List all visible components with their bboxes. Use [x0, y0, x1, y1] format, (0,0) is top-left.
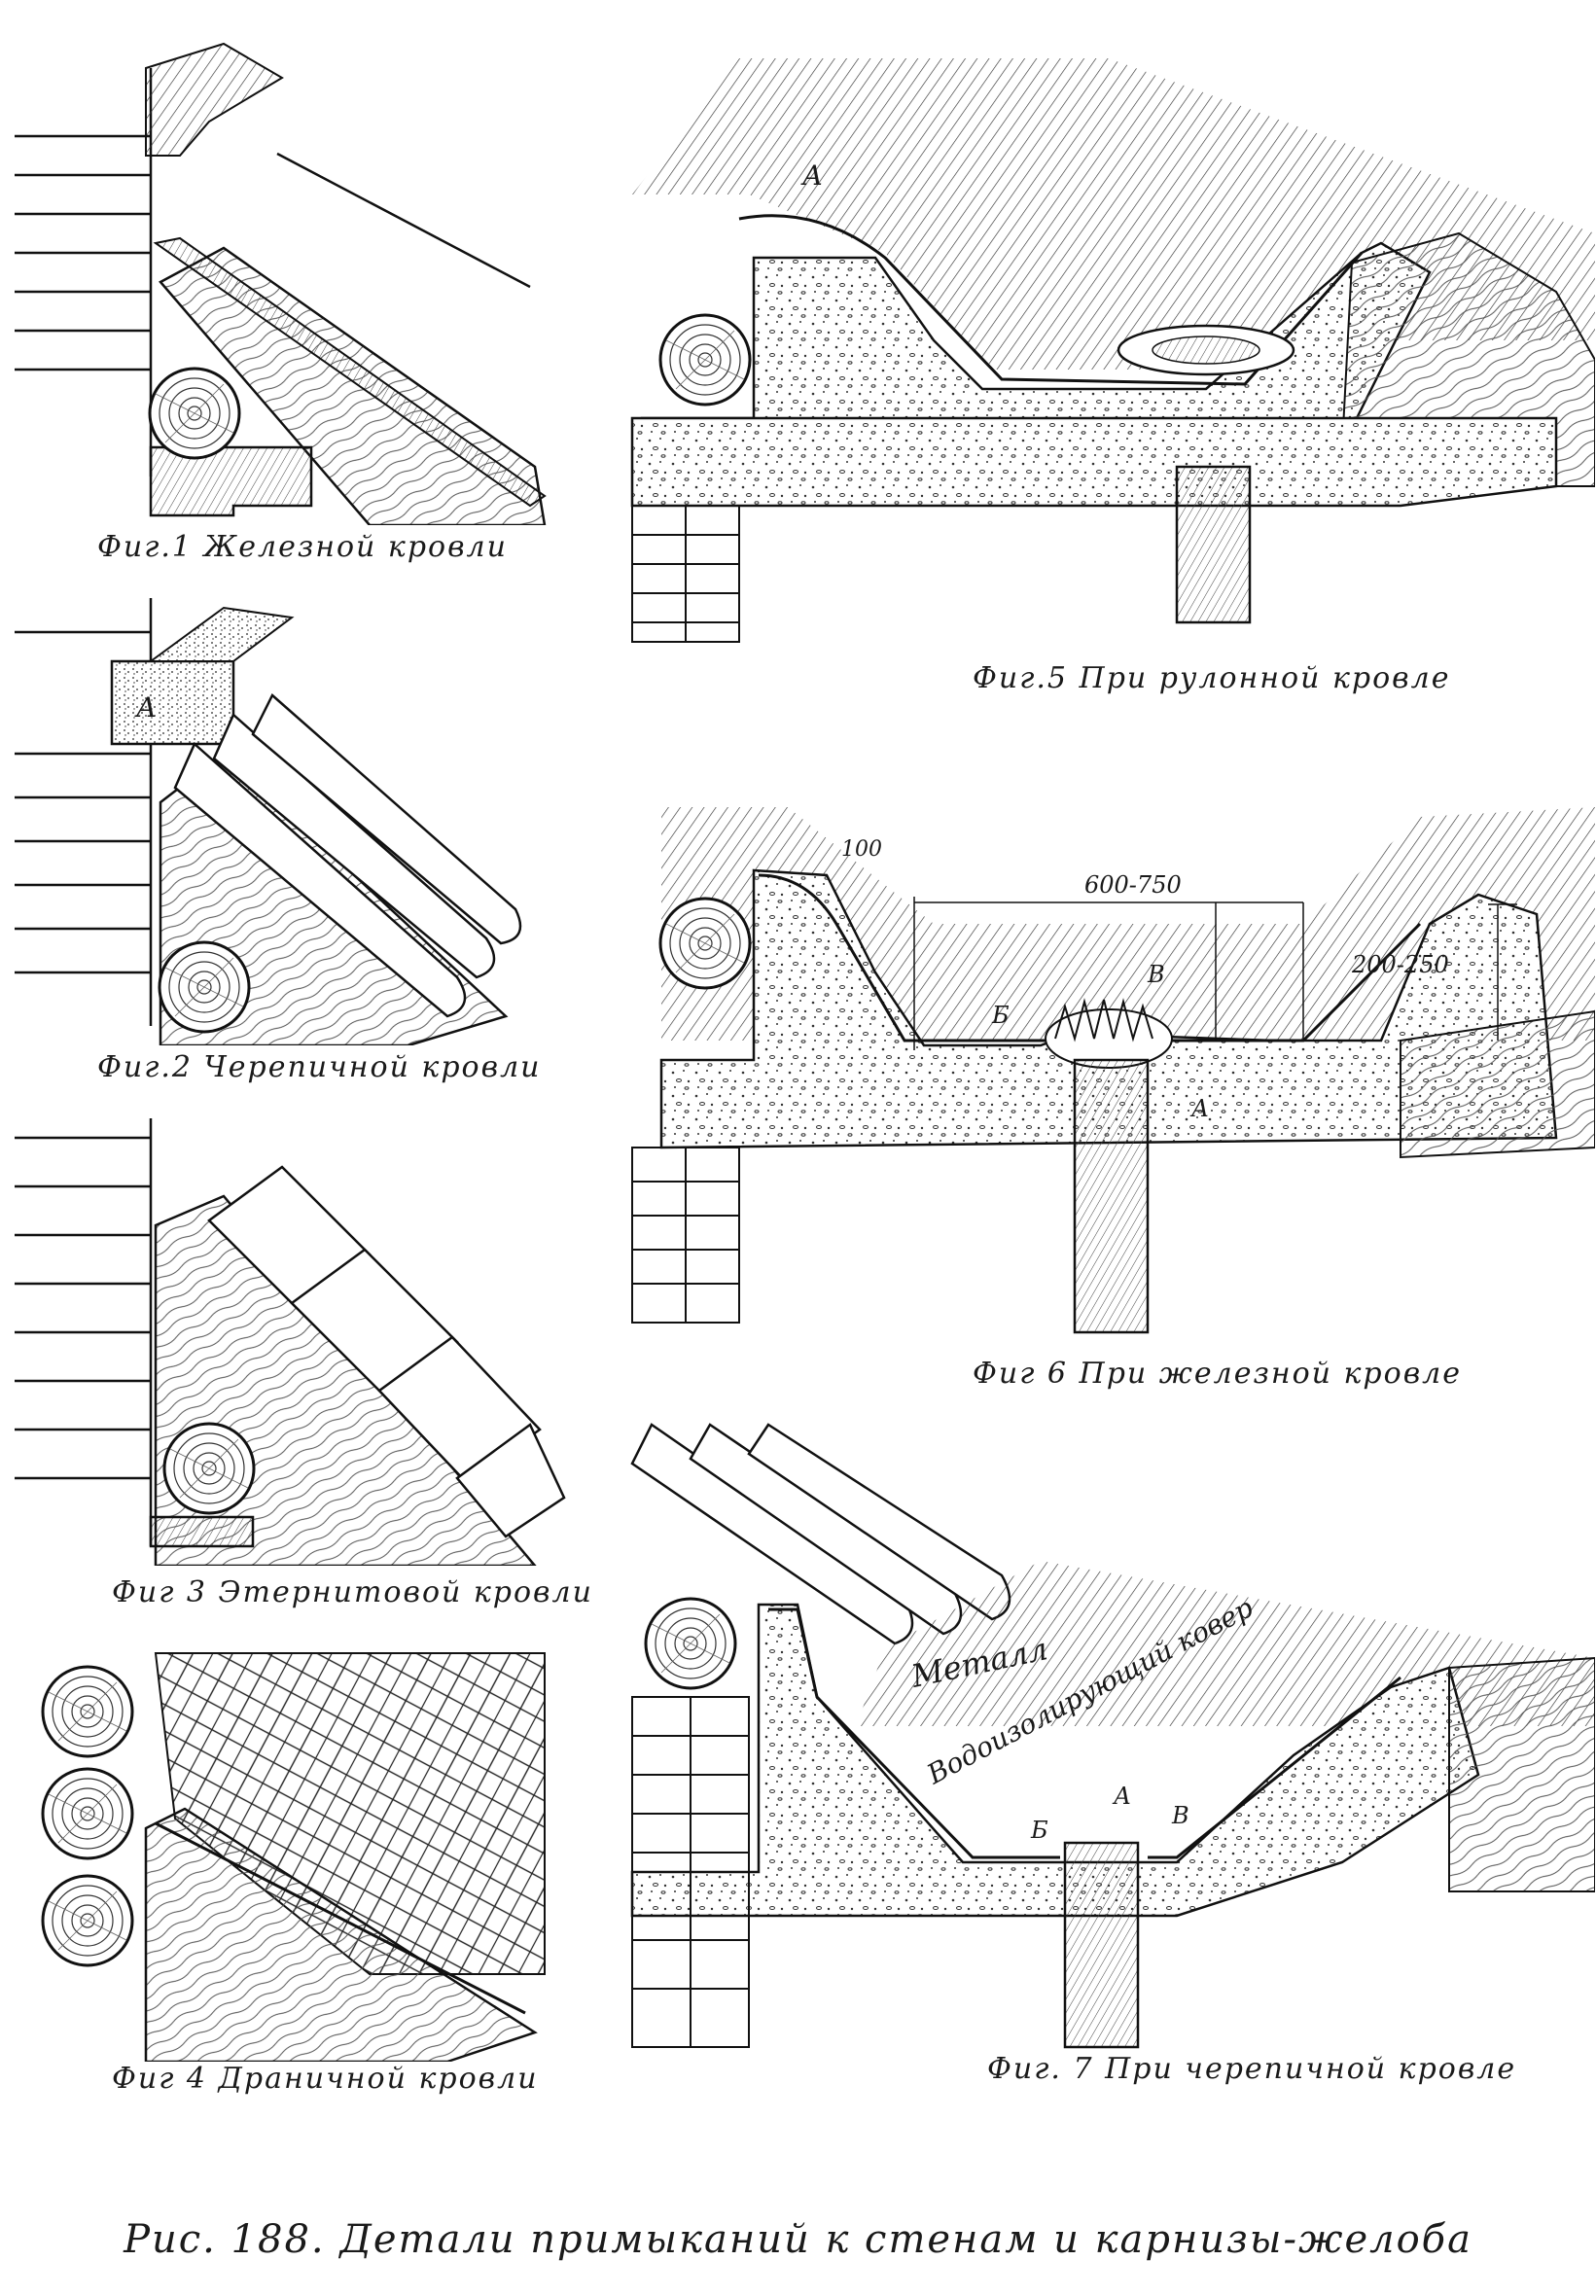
beam — [630, 416, 1558, 508]
dimension-lines — [913, 897, 1517, 1050]
main-caption: Рис. 188. Детали примыканий к стенам и к… — [124, 2217, 1472, 2262]
fig2-tile-roof-drawing: А — [15, 598, 522, 1045]
fig3-eternit-roof-drawing — [15, 1118, 566, 1566]
fig1-iron-roof-drawing — [15, 42, 547, 525]
fig6-caption: Фиг 6 При железной кровле — [973, 1357, 1463, 1391]
right-cornice — [1448, 1656, 1595, 1892]
right-cornice — [1400, 1009, 1595, 1159]
fig2-caption: Фиг.2 Черепичной кровли — [97, 1050, 542, 1084]
log-end-icon — [658, 313, 752, 406]
sill-board — [149, 445, 313, 517]
log-end-icon — [644, 1597, 737, 1690]
log-end-icon — [158, 940, 251, 1034]
tile-rolls — [173, 692, 522, 1018]
fig3-caption: Фиг 3 Этернитовой кровли — [112, 1575, 593, 1609]
fig7-tile-roof-gutter-drawing: Металл Водоизолирующий ковер Б А В — [630, 1423, 1595, 2049]
log-wall-siding — [15, 1118, 153, 1546]
log-end-icon — [162, 1422, 256, 1515]
sill-board — [149, 1515, 255, 1548]
roof-sheathing — [153, 236, 547, 508]
label-v: В — [1171, 1802, 1189, 1829]
wall-bricks — [631, 505, 740, 643]
drain-pipe — [1175, 465, 1252, 624]
log-end-icon — [658, 897, 752, 990]
fig4-shingle-roof-drawing — [41, 1652, 546, 2062]
label-a: А — [800, 159, 823, 192]
concrete-gutter — [659, 868, 1558, 1149]
log-end-icon — [41, 1767, 134, 1860]
drain-pipe — [1073, 1058, 1150, 1334]
fig5-rolled-roof-drawing: А — [630, 58, 1595, 643]
fig7-caption: Фиг. 7 При черепичной кровле — [987, 2052, 1517, 2086]
shingle-field — [154, 1652, 546, 1975]
label-v: В — [1147, 961, 1165, 988]
dim-600-750: 600-750 — [1084, 871, 1182, 899]
wall-bricks — [631, 1696, 750, 2048]
drain-pipe — [1063, 1841, 1140, 2049]
wall-bricks — [631, 1147, 740, 1324]
drain-strainer — [1045, 998, 1173, 1069]
label-a: А — [1112, 1783, 1131, 1810]
eternit-sheets — [207, 1165, 566, 1538]
fig5-caption: Фиг.5 При рулонной кровле — [973, 661, 1451, 695]
fig6-iron-roof-gutter-drawing: 100 600-750 200-250 Б В А — [631, 807, 1595, 1334]
iron-roof-line — [276, 152, 531, 289]
fig4-caption: Фиг 4 Драничной кровли — [112, 2062, 539, 2096]
label-b: Б — [991, 1002, 1010, 1029]
label-b: Б — [1030, 1817, 1048, 1844]
fig1-caption: Фиг.1 Железной кровли — [97, 530, 508, 564]
label-a: А — [134, 691, 157, 724]
label-a: А — [1189, 1095, 1209, 1122]
log-wall-siding — [15, 598, 153, 1026]
log-wall-siding — [15, 68, 153, 477]
block-top — [147, 606, 295, 662]
rafter — [144, 1807, 538, 2062]
dim-100: 100 — [841, 837, 882, 862]
concrete-block-a — [110, 659, 235, 746]
log-end-icon — [148, 367, 241, 460]
log-end-icon — [41, 1665, 134, 1758]
upper-wall-board — [145, 42, 284, 157]
log-end-icon — [41, 1874, 134, 1967]
dim-200-250: 200-250 — [1351, 951, 1449, 978]
